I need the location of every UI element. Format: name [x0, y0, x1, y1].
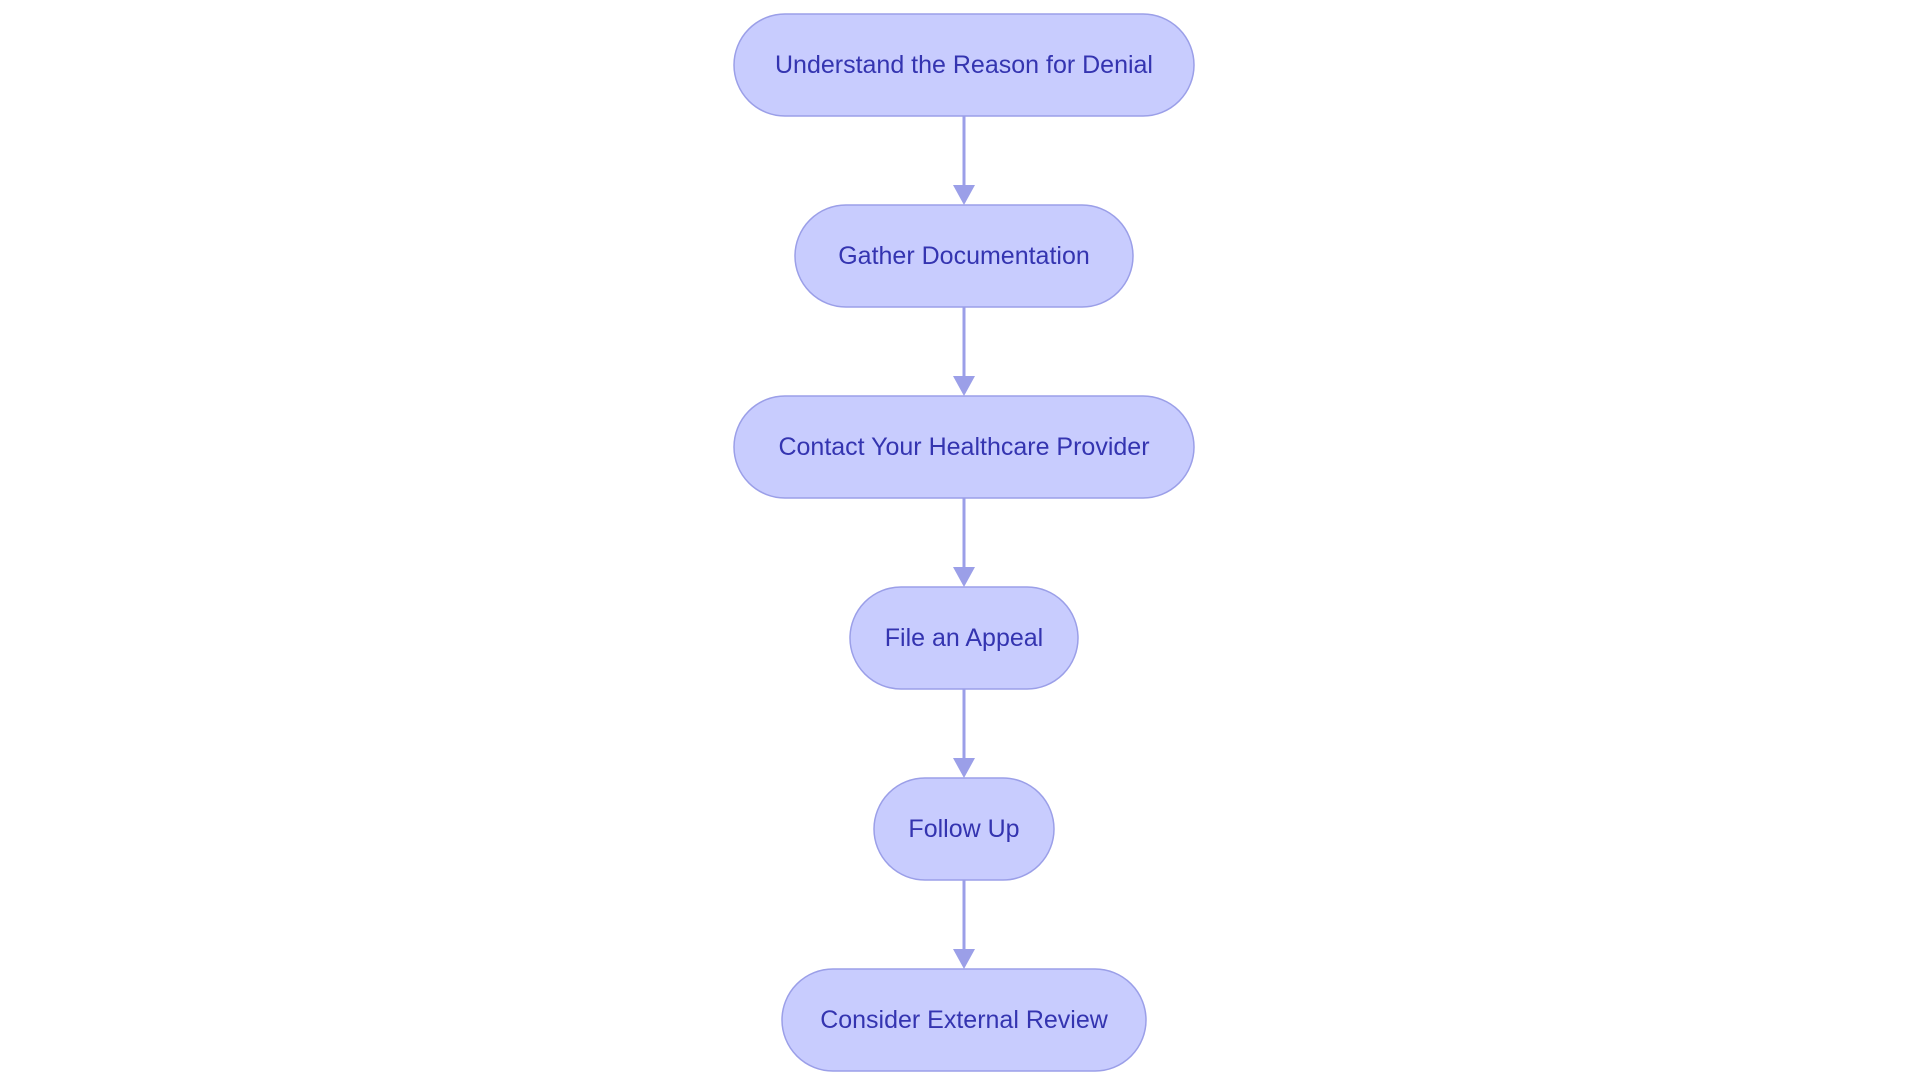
node-gather: Gather Documentation [794, 204, 1134, 308]
node-label: Understand the Reason for Denial [775, 51, 1153, 79]
arrowhead-icon [953, 185, 975, 205]
edge-understand-to-gather [953, 116, 975, 205]
arrowhead-icon [953, 758, 975, 778]
node-label: File an Appeal [885, 624, 1043, 652]
node-external: Consider External Review [781, 968, 1147, 1072]
node-follow: Follow Up [873, 777, 1055, 881]
node-label: Follow Up [908, 815, 1019, 843]
edge-gather-to-contact [953, 307, 975, 396]
node-appeal: File an Appeal [849, 586, 1079, 690]
node-shape [873, 777, 1055, 881]
edges-layer [953, 116, 975, 969]
node-shape [794, 204, 1134, 308]
node-shape [733, 13, 1195, 117]
arrowhead-icon [953, 376, 975, 396]
node-label: Gather Documentation [838, 242, 1090, 270]
edge-follow-to-external [953, 880, 975, 969]
edge-appeal-to-follow [953, 689, 975, 778]
node-shape [849, 586, 1079, 690]
arrowhead-icon [953, 567, 975, 587]
node-shape [781, 968, 1147, 1072]
node-label: Consider External Review [820, 1006, 1109, 1034]
node-label: Contact Your Healthcare Provider [778, 433, 1149, 461]
arrowhead-icon [953, 949, 975, 969]
node-shape [733, 395, 1195, 499]
node-understand: Understand the Reason for Denial [733, 13, 1195, 117]
node-contact: Contact Your Healthcare Provider [733, 395, 1195, 499]
edge-contact-to-appeal [953, 498, 975, 587]
